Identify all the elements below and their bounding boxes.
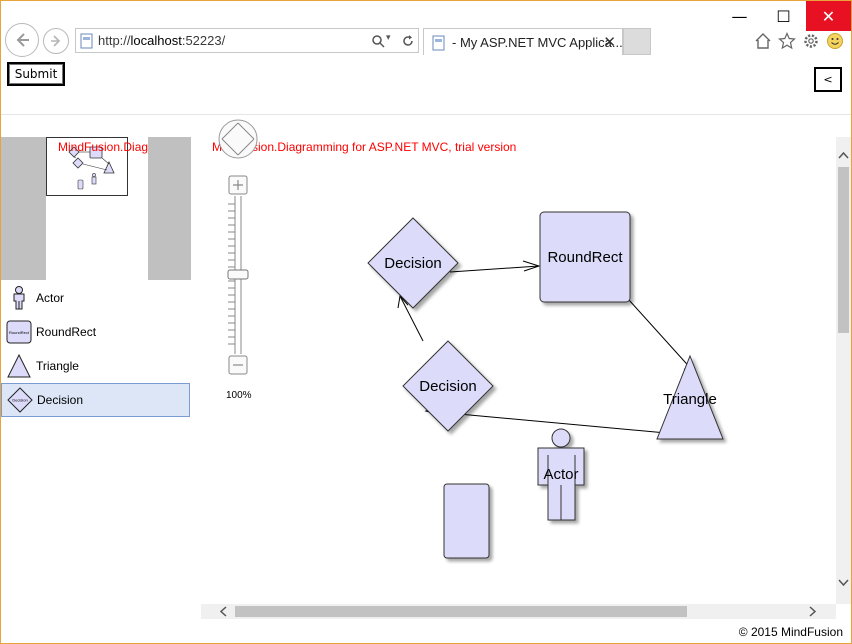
browser-tab[interactable]: - My ASP.NET MVC Applica... ✕: [423, 28, 623, 55]
palette-item-decision[interactable]: Decision Decision: [1, 383, 190, 417]
star-icon[interactable]: [777, 31, 797, 51]
divider: [1, 114, 851, 115]
vertical-scroll-thumb[interactable]: [838, 167, 849, 333]
diagram-node-actor[interactable]: Actor: [537, 428, 585, 521]
minimize-button[interactable]: —: [731, 6, 748, 26]
trial-notice-canvas: MindFusion.Diagramming for ASP.NET MVC, …: [212, 140, 517, 154]
collapse-button[interactable]: <: [814, 67, 842, 92]
horizontal-scroll-thumb[interactable]: [235, 606, 687, 617]
close-window-button[interactable]: ✕: [806, 1, 851, 31]
search-icon[interactable]: [371, 34, 385, 48]
decision-icon: Decision: [7, 387, 33, 413]
zoom-control: [216, 119, 260, 409]
maximize-button[interactable]: ☐: [776, 6, 791, 26]
node-label: RoundRect: [547, 249, 623, 266]
diagram-node-roundrect-2[interactable]: [443, 483, 490, 559]
zoom-level: 100%: [226, 390, 252, 401]
submit-button[interactable]: Submit: [7, 62, 65, 86]
palette-item-roundrect[interactable]: RoundRect RoundRect: [1, 315, 190, 349]
node-label: Triangle: [663, 391, 717, 408]
chevron-left-icon[interactable]: [219, 606, 227, 620]
actor-icon: [13, 286, 25, 310]
palette-item-actor[interactable]: Actor: [1, 281, 190, 315]
node-label: Decision: [384, 255, 442, 272]
trial-notice-overview: MindFusion.Diag: [58, 140, 149, 154]
diagram-node-triangle[interactable]: Triangle: [656, 354, 724, 440]
dropdown-icon[interactable]: ▾: [386, 33, 391, 43]
browser-chrome: http://localhost:52223/ ▾ - My ASP.NET M…: [1, 1, 851, 58]
arrow-left-icon: [16, 33, 29, 47]
address-bar[interactable]: http://localhost:52223/ ▾: [75, 28, 419, 53]
smiley-icon[interactable]: [825, 31, 845, 51]
triangle-icon: [7, 353, 31, 378]
back-button[interactable]: [5, 23, 39, 57]
zoom-out-button[interactable]: [228, 355, 248, 375]
footer-copyright: © 2015 MindFusion: [738, 625, 843, 639]
palette-item-label: Actor: [36, 291, 65, 305]
diagram-node-roundrect[interactable]: RoundRect: [539, 211, 631, 303]
diagram-overview[interactable]: MindFusion.Diag: [1, 137, 191, 280]
close-tab-icon[interactable]: ✕: [603, 33, 616, 51]
node-label: Actor: [543, 466, 578, 483]
tab-title: - My ASP.NET MVC Applica...: [452, 35, 623, 50]
diagram-canvas[interactable]: Decision RoundRect Decision Triangle Act: [201, 137, 836, 604]
svg-text:RoundRect: RoundRect: [9, 330, 30, 335]
chevron-up-icon[interactable]: [838, 149, 849, 162]
zoom-slider-thumb[interactable]: [227, 269, 249, 280]
svg-text:Decision: Decision: [12, 398, 27, 403]
overview-diagram: [68, 146, 115, 190]
palette-item-label: Triangle: [36, 359, 79, 373]
gear-icon[interactable]: [801, 31, 821, 51]
page-icon: [80, 33, 93, 49]
diagram-node-decision-2[interactable]: Decision: [402, 340, 494, 432]
palette-item-triangle[interactable]: Triangle: [1, 349, 190, 383]
diagram-svg: Decision RoundRect Decision Triangle Act: [367, 211, 724, 559]
arrow-right-icon: [51, 35, 61, 47]
forward-button[interactable]: [43, 28, 69, 54]
horizontal-scrollbar[interactable]: [201, 604, 836, 619]
pan-control[interactable]: [218, 119, 258, 159]
overview-frame[interactable]: [46, 137, 128, 196]
zoom-in-button[interactable]: [228, 175, 248, 195]
palette-item-label: RoundRect: [36, 325, 97, 339]
chevron-down-icon[interactable]: [838, 577, 849, 590]
page-icon: [432, 35, 445, 51]
diagram-links: [397, 260, 695, 436]
roundrect-icon: RoundRect: [6, 320, 32, 344]
new-tab-button[interactable]: [623, 28, 651, 55]
node-label: Decision: [419, 378, 477, 395]
home-icon[interactable]: [753, 31, 773, 51]
chevron-right-icon[interactable]: [809, 606, 817, 620]
palette-item-label: Decision: [37, 393, 84, 407]
diagram-node-decision-1[interactable]: Decision: [367, 217, 459, 309]
vertical-scrollbar[interactable]: [836, 137, 851, 604]
url-text: http://localhost:52223/: [98, 33, 226, 48]
refresh-icon[interactable]: [401, 34, 415, 48]
